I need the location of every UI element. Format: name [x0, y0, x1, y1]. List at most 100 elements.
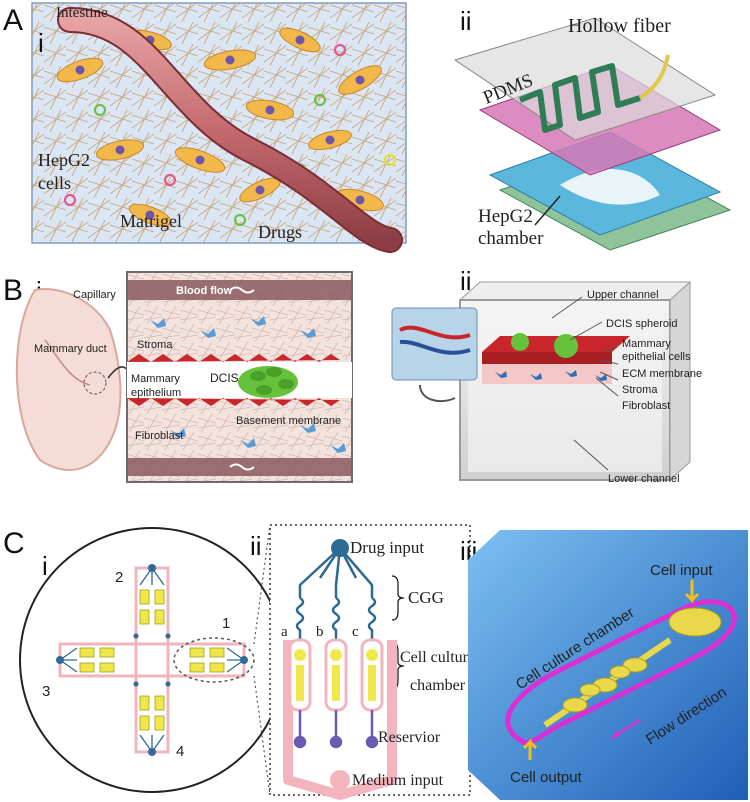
- label-basement-membrane: Basement membrane: [236, 415, 341, 427]
- chamber-brace: [391, 641, 405, 691]
- panel-a-letter: A: [3, 4, 23, 37]
- flow-loop-channel: [505, 599, 737, 745]
- label-dcis: DCIS: [210, 371, 239, 385]
- stroma-layer: [482, 364, 612, 384]
- hepg2-cell: [279, 27, 321, 53]
- label-cell-output: Cell output: [510, 769, 583, 786]
- fibroblasts-b-ii: [495, 370, 607, 381]
- label-stroma: Stroma: [137, 339, 173, 351]
- hepg2-cell: [56, 57, 104, 83]
- zoom-line-top: [253, 524, 271, 645]
- hollow-fiber-outlet: [638, 54, 670, 100]
- label-hepg2: HepG2: [38, 150, 90, 170]
- label-mammary-epithelial-1: Mammary: [622, 338, 671, 350]
- label-cell-culture-1: Cell culture: [400, 649, 475, 666]
- number-1: 1: [222, 615, 230, 632]
- label-drugs: Drugs: [258, 222, 302, 242]
- label-hepg2-chamber-1: HepG2: [478, 206, 533, 227]
- label-capillary: Capillary: [73, 289, 116, 301]
- label-mammary-epithelial-2: epithelial cells: [622, 351, 691, 363]
- label-intestine: Intestine: [56, 5, 108, 21]
- label-cell-culture-2: chamber: [410, 677, 466, 694]
- cell-input-arrow: [684, 580, 700, 604]
- cgg-brace: [391, 575, 405, 621]
- panel-b-ii-numeral: ii: [460, 266, 472, 296]
- label-cgg: CGG: [408, 588, 444, 607]
- label-hepg2-cells: cells: [38, 173, 71, 193]
- cell-culture-chambers: [283, 638, 397, 800]
- hepg2-cell: [338, 65, 382, 95]
- panel-c-letter: C: [3, 527, 25, 560]
- dcis-cluster: [238, 366, 298, 398]
- cgg-network: [295, 539, 405, 691]
- chamber-pointer-line: [534, 195, 561, 226]
- label-upper-channel: Upper channel: [587, 289, 659, 301]
- panel-a-i-numeral: i: [38, 28, 44, 58]
- label-fibroblast: Fibroblast: [135, 430, 183, 442]
- duct-zoom-circle: [83, 371, 107, 395]
- number-2: 2: [115, 569, 123, 586]
- label-mammary-epithelium-1: Mammary: [131, 373, 180, 385]
- zoom-line-bottom: [253, 675, 271, 796]
- hepg2-cell: [95, 139, 145, 161]
- cell-output-arrow: [522, 738, 538, 760]
- capillary-top: [127, 280, 352, 300]
- hepg2-cell: [128, 203, 172, 227]
- mammary-duct-line: [44, 339, 91, 386]
- panel-c-i-numeral: i: [42, 551, 48, 581]
- hepg2-cell: [203, 49, 257, 71]
- number-3: 3: [42, 683, 50, 700]
- inset-arrow: [419, 384, 456, 403]
- capillary-bottom: [127, 458, 352, 476]
- label-mammary-epithelium-2: epithelium: [131, 387, 181, 399]
- label-blood-flow: Blood flow: [176, 285, 233, 297]
- unit-1-highlight: [173, 637, 255, 683]
- label-ecm-membrane: ECM membrane: [622, 368, 702, 380]
- hepg2-cell: [308, 129, 352, 151]
- pdms-top-cover: [453, 17, 717, 141]
- panel-b: B i Mammary duct Capillary Bl: [3, 266, 702, 485]
- b-ii-leaders: [551, 296, 619, 471]
- label-hollow-fiber: Hollow fiber: [568, 15, 671, 37]
- hollow-fiber-channel: [518, 63, 641, 133]
- fibroblasts-b-i: [150, 316, 346, 453]
- label-fibroblast-ii: Fibroblast: [622, 400, 670, 412]
- number-4: 4: [176, 743, 184, 760]
- panel-c-iii-background: [468, 530, 748, 800]
- label-medium-input: Medium input: [352, 772, 444, 789]
- panel-a-i: i Intestine HepG2 cells Matrigel Drugs: [31, 2, 407, 253]
- label-dcis-spheroid: DCIS spheroid: [606, 318, 678, 330]
- epithelial-layer: [482, 352, 612, 364]
- label-stroma-ii: Stroma: [622, 384, 658, 396]
- panel-c-ii-numeral: ii: [250, 531, 262, 561]
- label-b: b: [316, 624, 324, 640]
- label-drug-input: Drug input: [350, 538, 424, 557]
- panel-b-letter: B: [3, 274, 23, 307]
- chip-array: [56, 564, 248, 756]
- panel-a: A: [3, 2, 732, 253]
- label-reservoir: Reservior: [378, 729, 441, 746]
- label-c: c: [352, 624, 359, 640]
- intestine-tube: [59, 9, 401, 251]
- cell-input-chamber: [668, 607, 722, 637]
- epithelium-top: [127, 354, 340, 362]
- label-matrigel: Matrigel: [120, 211, 182, 231]
- box-side-face: [669, 280, 691, 482]
- culture-chambers-iii: [543, 637, 672, 728]
- label-a: a: [281, 624, 288, 640]
- medium-input-port: [330, 770, 350, 790]
- panel-a-ii: ii Hollow fiber PDMS HepG2 chamber: [453, 6, 732, 251]
- inset-blue-tube: [399, 339, 471, 355]
- panel-a-ii-numeral: ii: [460, 6, 472, 36]
- reservoir-channel: [283, 640, 397, 800]
- label-cell-input: Cell input: [650, 562, 713, 579]
- breast-silhouette: [15, 288, 122, 471]
- hepg2-cell: [174, 147, 226, 173]
- inset-red-tube: [399, 325, 471, 340]
- flow-direction-arrowhead: [612, 730, 620, 738]
- label-lower-channel: Lower channel: [608, 473, 680, 485]
- blood-flow-arrow-bottom: [229, 463, 255, 471]
- hepg2-cell: [245, 99, 295, 121]
- blood-flow-arrow-top: [229, 286, 255, 294]
